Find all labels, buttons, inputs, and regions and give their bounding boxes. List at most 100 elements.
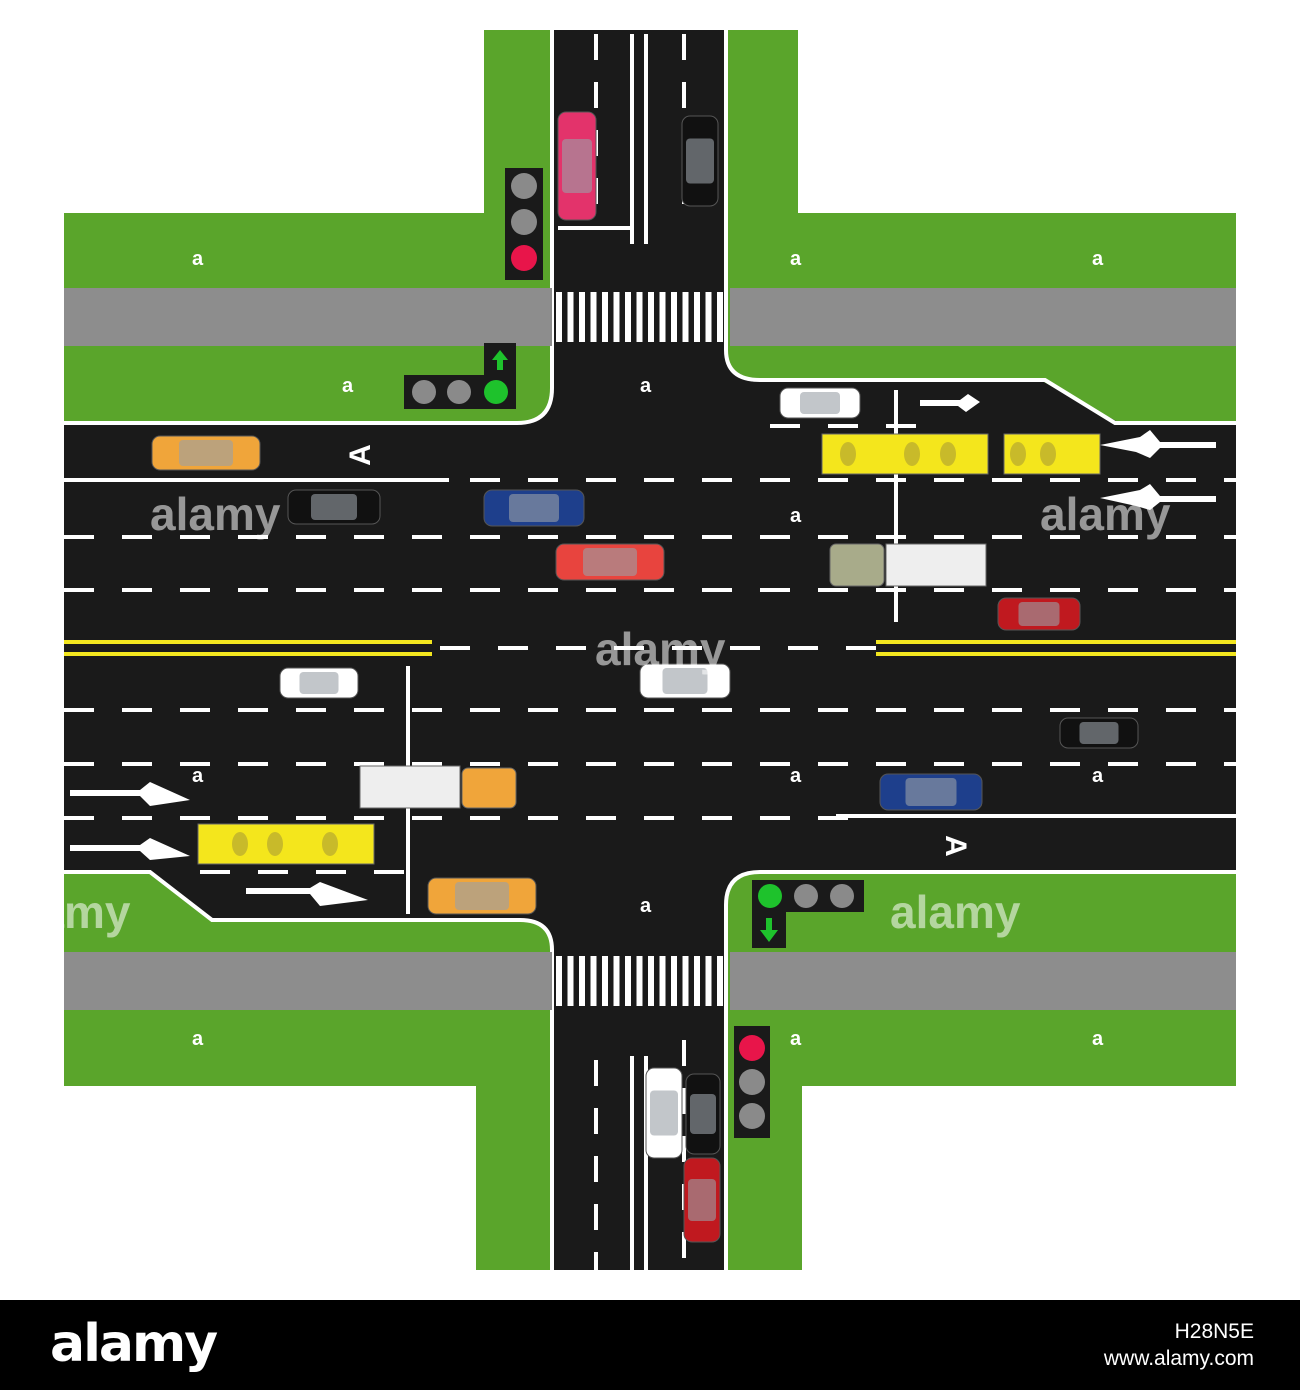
lane-dash <box>672 646 702 650</box>
lane-dash <box>498 646 528 650</box>
footer-logo: alamy <box>50 1314 218 1374</box>
lane-dash <box>1108 708 1138 712</box>
lane-arrows <box>70 394 1216 906</box>
lane-dash <box>586 588 616 592</box>
crosswalk-stripe <box>705 956 712 1006</box>
signal-off-lamp <box>739 1069 765 1095</box>
lane-dash <box>992 762 1022 766</box>
grass-letter: a <box>790 248 802 270</box>
footer-image-info: H28N5E www.alamy.com <box>1104 1318 1254 1372</box>
lane-dash <box>818 708 848 712</box>
lane-dash <box>528 708 558 712</box>
signal-off-lamp <box>830 884 854 908</box>
lane-dash <box>876 535 906 539</box>
lane-dash <box>470 535 500 539</box>
lane-dash <box>354 588 384 592</box>
car-vehicle <box>287 489 381 525</box>
watermark-text: alamy <box>890 886 1021 938</box>
lane-dash <box>528 762 558 766</box>
lane-dash <box>702 816 732 820</box>
lane-dash <box>556 646 586 650</box>
lane-dash <box>818 535 848 539</box>
lane-dash <box>682 1088 686 1114</box>
lane-dash <box>992 535 1022 539</box>
watermark-text: alamy <box>1040 488 1171 540</box>
crosswalk-stripe <box>682 956 689 1006</box>
lane-dash <box>238 708 268 712</box>
lane-dash <box>876 478 906 482</box>
lane-dash <box>1108 588 1138 592</box>
grass-letter: a <box>192 248 204 270</box>
grass-letter: a <box>790 1028 802 1050</box>
lane-dash <box>296 708 326 712</box>
lane-dash <box>200 870 230 874</box>
lane-dash <box>682 82 686 108</box>
crosswalk-stripe <box>659 292 666 342</box>
van-vehicle <box>427 877 537 915</box>
lane-dash <box>122 708 152 712</box>
lane-dash <box>412 535 442 539</box>
intersection-scene: A A a a a a a a a a a a a a a <box>0 30 1236 1278</box>
lane-dash <box>1050 478 1080 482</box>
lane-dash <box>682 34 686 60</box>
lane-dash <box>702 708 732 712</box>
lane-dash <box>846 646 876 650</box>
lane-dash <box>934 588 964 592</box>
traffic-light-south <box>734 1026 770 1138</box>
van-vehicle <box>557 111 597 221</box>
lane-dash <box>528 588 558 592</box>
lane-dash <box>528 535 558 539</box>
grass-markers: a a a a a a a a a a a a a <box>192 248 1104 1050</box>
grass-letter: a <box>192 765 204 787</box>
bus-vehicle <box>197 823 375 865</box>
lane-dash <box>644 816 674 820</box>
lane-solid <box>64 478 449 482</box>
crosswalk-stripe <box>671 956 677 1006</box>
grass-letter: a <box>1092 248 1104 270</box>
signal-off-lamp <box>794 884 818 908</box>
lane-dash <box>354 535 384 539</box>
car-vehicle <box>279 667 359 699</box>
up-arrow-icon <box>492 350 508 370</box>
lane-dash <box>470 708 500 712</box>
lane-dash <box>876 762 906 766</box>
crosswalk-stripe <box>556 956 562 1006</box>
lane-dash <box>1166 535 1196 539</box>
lane-dash <box>412 816 442 820</box>
lane-dash <box>818 762 848 766</box>
crosswalk-stripe <box>625 956 631 1006</box>
crosswalk-stripe <box>682 292 689 342</box>
lane-dash <box>238 816 268 820</box>
sidewalks <box>64 288 1236 1010</box>
lane-dash <box>594 1252 598 1278</box>
down-arrow-icon <box>760 918 778 942</box>
lane-dash <box>1050 535 1080 539</box>
lane-dash <box>440 646 470 650</box>
lane-dash <box>238 762 268 766</box>
watermarks: alamy alamy alamy alamy alamy <box>0 488 1171 938</box>
lane-dash <box>828 424 858 428</box>
lane-dash <box>180 535 210 539</box>
lane-letter-east: A <box>939 835 972 857</box>
car-vehicle <box>645 1067 683 1159</box>
lane-dash <box>876 708 906 712</box>
grass-letter: a <box>192 1028 204 1050</box>
crosswalk-stripe <box>602 292 608 342</box>
lane-dash <box>586 816 616 820</box>
lane-dash <box>354 762 384 766</box>
lane-dash <box>702 762 732 766</box>
crosswalk-stripe <box>636 292 643 342</box>
lane-dash <box>586 478 616 482</box>
crosswalk-stripe <box>717 292 723 342</box>
lane-dash <box>876 588 906 592</box>
lane-dash <box>470 588 500 592</box>
lane-dash <box>682 1040 686 1066</box>
car-vehicle <box>997 597 1081 631</box>
lane-dash <box>586 535 616 539</box>
crosswalk-stripe <box>648 292 654 342</box>
lane-dash <box>238 535 268 539</box>
signal-off-lamp <box>412 380 436 404</box>
signal-off-lamp <box>739 1103 765 1129</box>
lane-solid <box>630 1056 634 1270</box>
lane-dash <box>770 424 800 428</box>
